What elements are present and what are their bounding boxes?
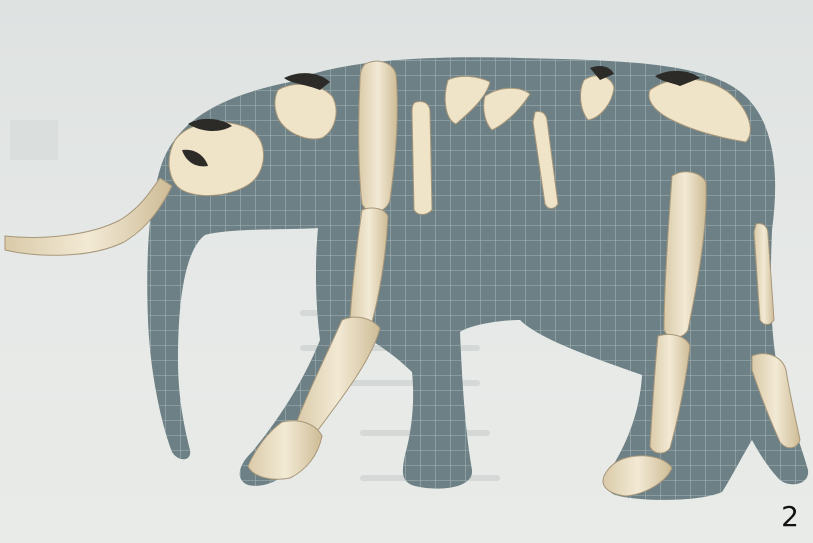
page-number: 2 [781, 503, 799, 531]
tusk-bone [5, 178, 172, 255]
